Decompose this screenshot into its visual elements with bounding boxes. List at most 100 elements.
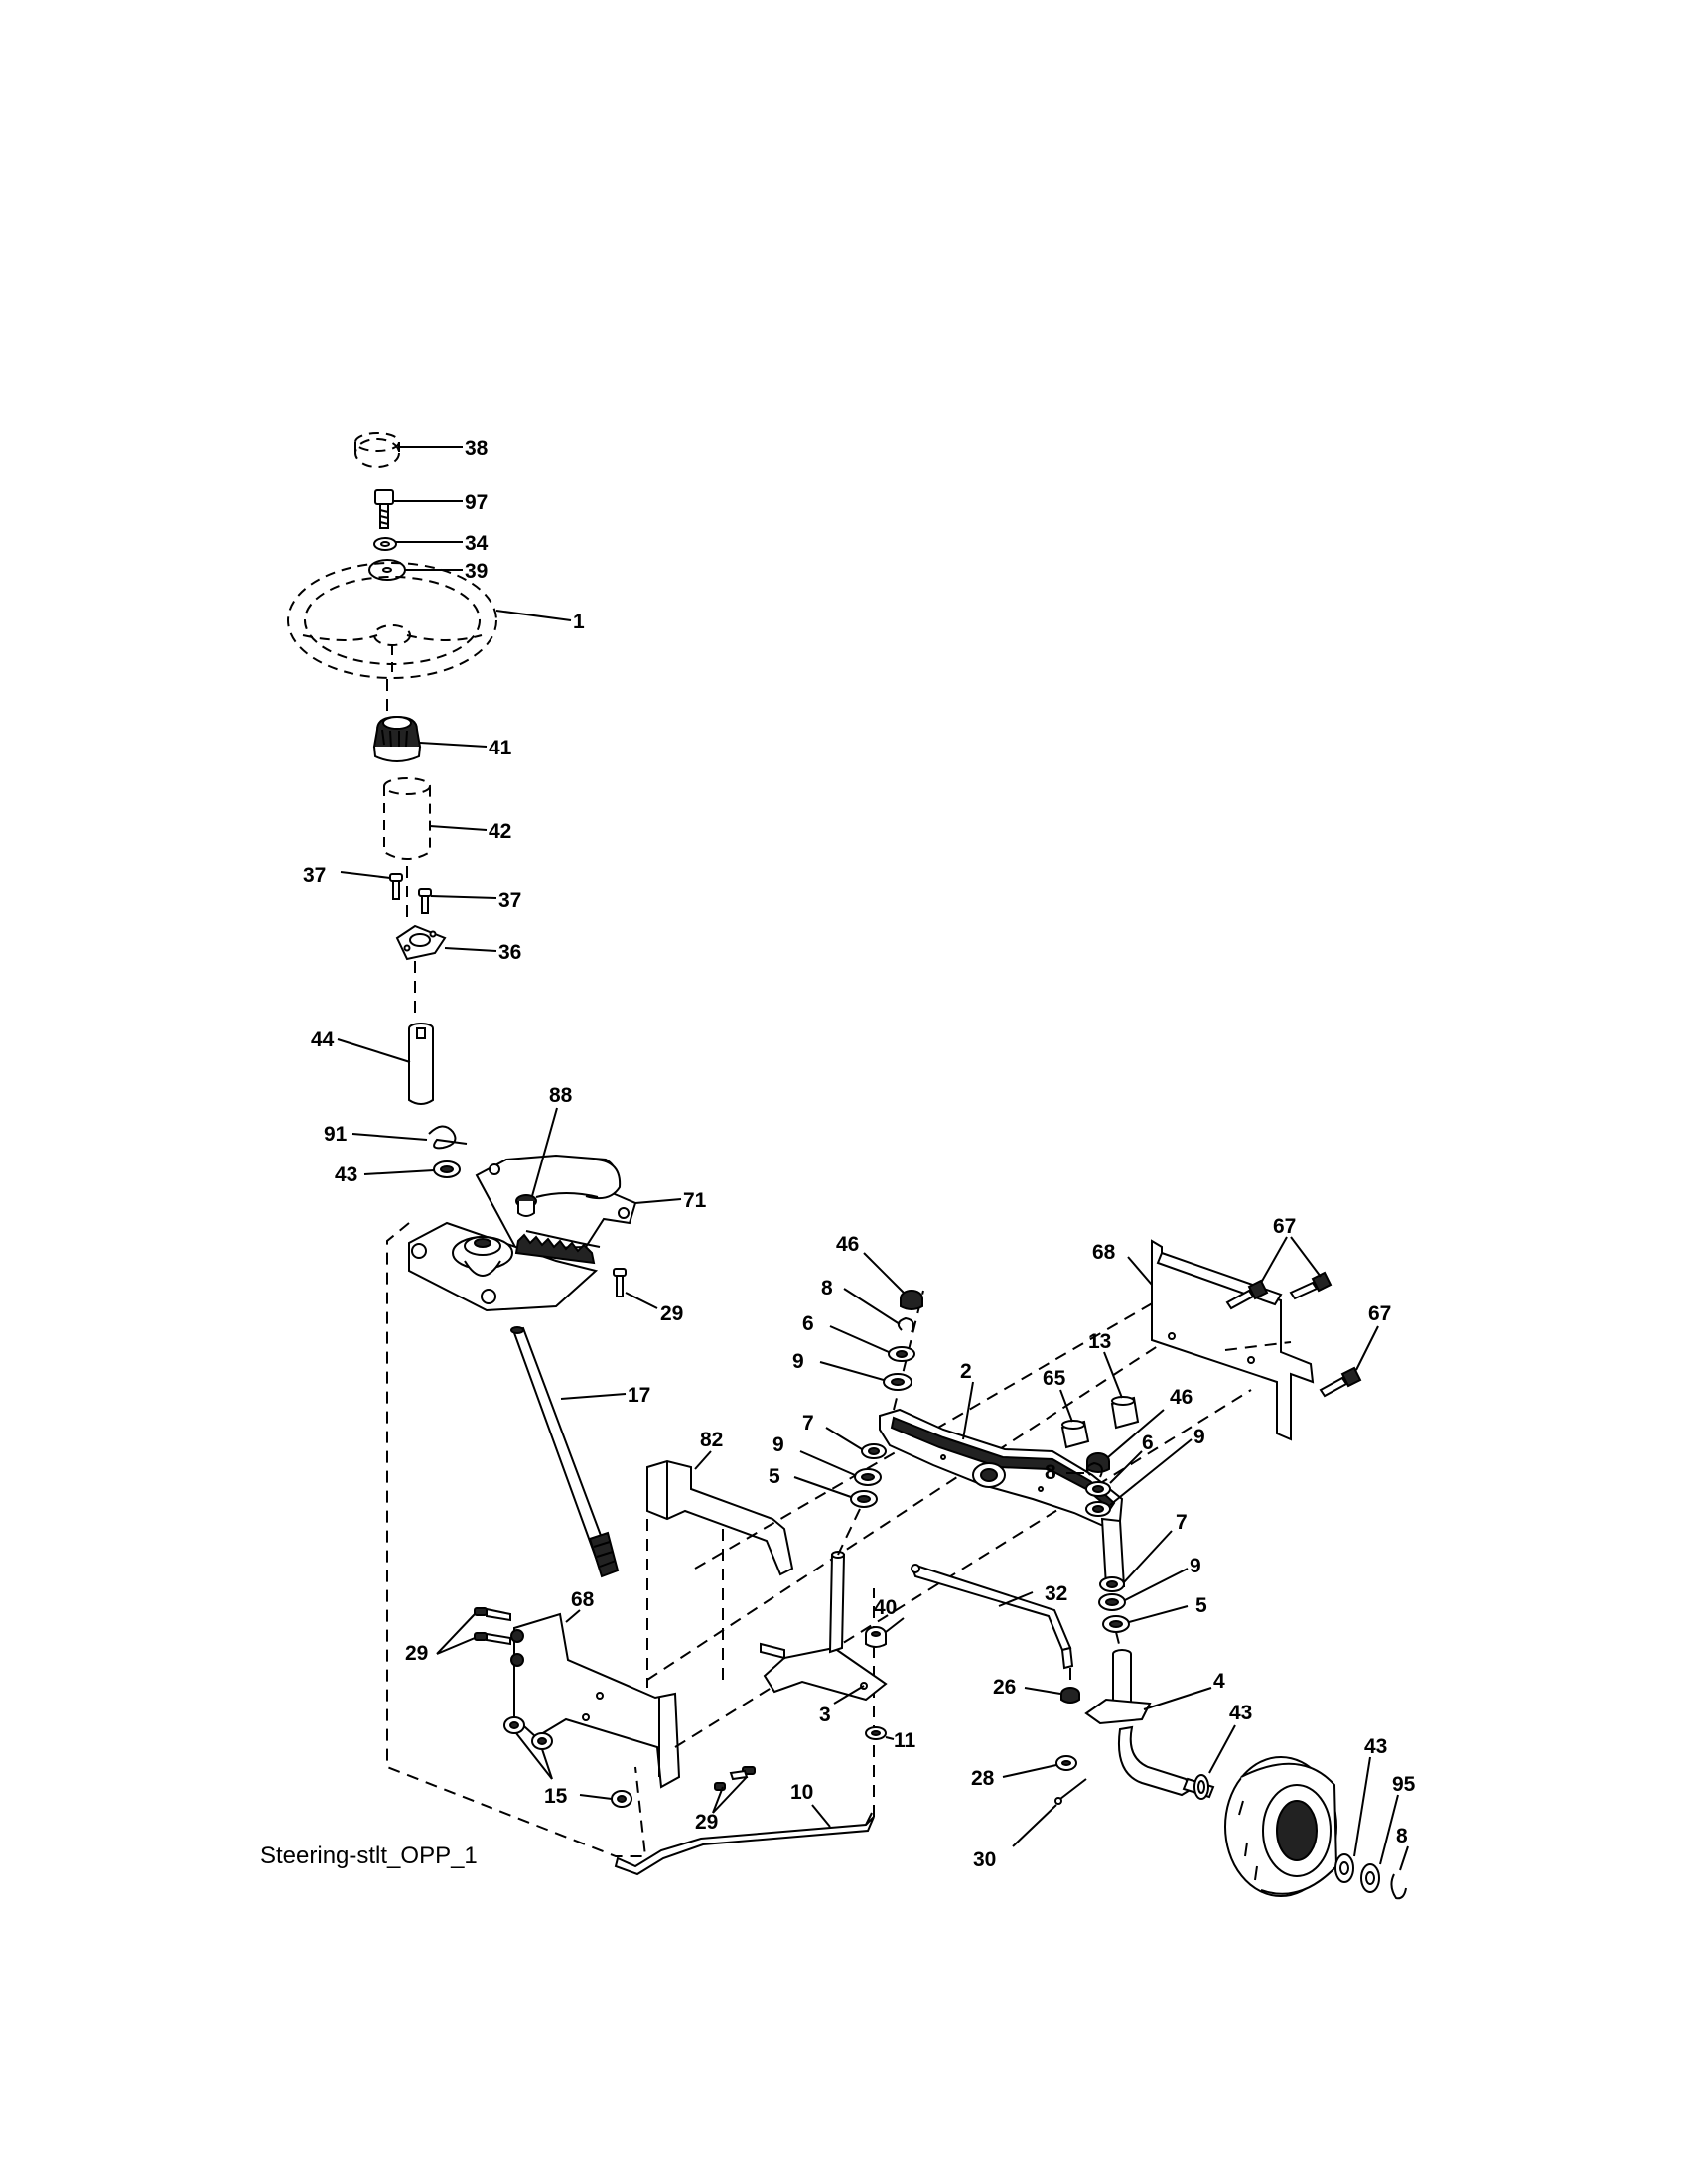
callout-9-left-upper: 9 <box>792 1350 804 1373</box>
spacer-right[interactable] <box>1085 1481 1111 1497</box>
right-axle-bracket[interactable] <box>1151 1239 1315 1441</box>
mount-dash-2 <box>674 1389 1252 1748</box>
drag-link[interactable] <box>614 1812 875 1876</box>
callout-43-spindle: 43 <box>1229 1702 1252 1724</box>
callout-9-right-mid: 9 <box>1190 1555 1201 1577</box>
wheel-spacer[interactable] <box>1360 1863 1380 1893</box>
callout-95: 95 <box>1392 1773 1416 1796</box>
callout-46-right: 46 <box>1170 1386 1193 1409</box>
mount-dash-3 <box>694 1280 1193 1570</box>
sector-bolt[interactable] <box>515 1194 537 1217</box>
callout-29-lower: 29 <box>695 1811 718 1834</box>
washer-right-upper[interactable] <box>1085 1501 1111 1517</box>
callout-8-left: 8 <box>821 1277 833 1299</box>
bracket-bolt-lower[interactable] <box>714 1766 756 1791</box>
callout-29-sector: 29 <box>660 1302 683 1325</box>
bracket-bolt-upper[interactable] <box>474 1607 511 1646</box>
sector-gear-plate[interactable] <box>475 1154 637 1251</box>
callout-42: 42 <box>489 820 511 843</box>
cotter-pin[interactable] <box>1054 1778 1087 1805</box>
tie-rod-nut[interactable] <box>1060 1687 1080 1704</box>
tie-rod[interactable] <box>911 1564 1074 1670</box>
lock-washer[interactable] <box>373 537 397 551</box>
callout-5-right: 5 <box>1195 1594 1207 1617</box>
callout-2: 2 <box>960 1360 972 1383</box>
steering-adapter[interactable] <box>372 715 422 762</box>
bushing-screw-right[interactable] <box>418 888 432 914</box>
retaining-ring-left[interactable] <box>897 1316 914 1333</box>
bracket-bolt-side[interactable] <box>1319 1366 1362 1398</box>
steering-extension[interactable] <box>408 1023 434 1105</box>
callout-11: 11 <box>894 1729 916 1752</box>
callout-32: 32 <box>1045 1582 1067 1605</box>
sector-washer[interactable] <box>433 1160 461 1178</box>
front-axle[interactable] <box>879 1408 1126 1587</box>
retaining-ring-right[interactable] <box>1085 1461 1103 1478</box>
pinion-gear <box>452 1236 513 1277</box>
left-axle-bracket[interactable] <box>510 1612 681 1789</box>
callout-8-wheel: 8 <box>1396 1825 1408 1847</box>
callout-7-left: 7 <box>802 1412 814 1434</box>
washer-left-upper[interactable] <box>883 1373 912 1391</box>
washer-right-mid[interactable] <box>1098 1593 1126 1611</box>
callout-44: 44 <box>311 1028 335 1051</box>
spacer-left[interactable] <box>888 1346 915 1362</box>
callout-67-top: 67 <box>1273 1215 1296 1238</box>
callout-3: 3 <box>819 1704 831 1726</box>
tie-rod-washer[interactable] <box>1055 1755 1077 1771</box>
washer-left-mid[interactable] <box>854 1468 882 1486</box>
pivot-bushing[interactable] <box>1110 1396 1140 1430</box>
callout-68-left: 68 <box>571 1588 595 1611</box>
left-spindle-dash <box>837 1508 861 1556</box>
steering-wheel[interactable] <box>287 562 497 679</box>
callout-13: 13 <box>1088 1330 1111 1353</box>
assembly-outline <box>386 1222 647 1857</box>
callout-9-right-upper: 9 <box>1193 1426 1205 1448</box>
spindle-washer[interactable] <box>1193 1774 1209 1800</box>
bushing-screw-left[interactable] <box>389 873 403 900</box>
steering-shaft[interactable] <box>510 1326 620 1578</box>
steering-boot[interactable] <box>383 777 431 860</box>
bracket-bolts-top[interactable] <box>1225 1271 1333 1310</box>
spindle-right[interactable] <box>1084 1649 1215 1799</box>
axle-bolt-spacer[interactable] <box>1060 1420 1090 1449</box>
callout-68-right: 68 <box>1092 1241 1116 1264</box>
callout-46-left: 46 <box>836 1233 859 1256</box>
hairpin-clip[interactable] <box>428 1125 468 1150</box>
callout-43-wheel: 43 <box>1364 1735 1387 1758</box>
callout-37-right: 37 <box>498 889 521 912</box>
front-wheel <box>1224 1756 1338 1897</box>
cap-bolt[interactable] <box>374 489 394 529</box>
bearing-left[interactable] <box>850 1490 878 1508</box>
callout-39: 39 <box>465 560 488 583</box>
callout-15: 15 <box>544 1785 568 1808</box>
axle-cap-right[interactable] <box>1086 1452 1110 1473</box>
bushing-right[interactable] <box>1099 1576 1125 1592</box>
sector-gear-teeth <box>514 1233 596 1265</box>
callout-29-upper: 29 <box>405 1642 428 1665</box>
column-bushing[interactable] <box>395 924 447 961</box>
steering-arm-nut[interactable] <box>865 1726 887 1740</box>
callout-7-right: 7 <box>1176 1511 1188 1534</box>
callout-10: 10 <box>790 1781 813 1804</box>
steering-arm[interactable] <box>760 1551 888 1702</box>
callout-17: 17 <box>628 1384 650 1407</box>
callout-4: 4 <box>1213 1670 1225 1693</box>
wheel-retaining-ring[interactable] <box>1390 1873 1407 1900</box>
callout-97: 97 <box>465 491 488 514</box>
callout-30: 30 <box>973 1848 996 1871</box>
bushing-left-upper[interactable] <box>861 1443 887 1459</box>
axle-cap-left[interactable] <box>900 1290 923 1310</box>
arm-locknut[interactable] <box>865 1626 887 1648</box>
callout-8-right: 8 <box>1045 1461 1056 1484</box>
callout-65: 65 <box>1043 1367 1066 1390</box>
callout-88: 88 <box>549 1084 573 1107</box>
bearing-right[interactable] <box>1102 1615 1130 1633</box>
bracket-support[interactable] <box>646 1459 794 1576</box>
steering-cap[interactable] <box>354 432 400 468</box>
sector-screw[interactable] <box>613 1268 627 1297</box>
bracket-nuts[interactable] <box>503 1716 632 1808</box>
housing-hole-left <box>411 1243 427 1259</box>
wheel-washer[interactable] <box>1334 1853 1354 1883</box>
